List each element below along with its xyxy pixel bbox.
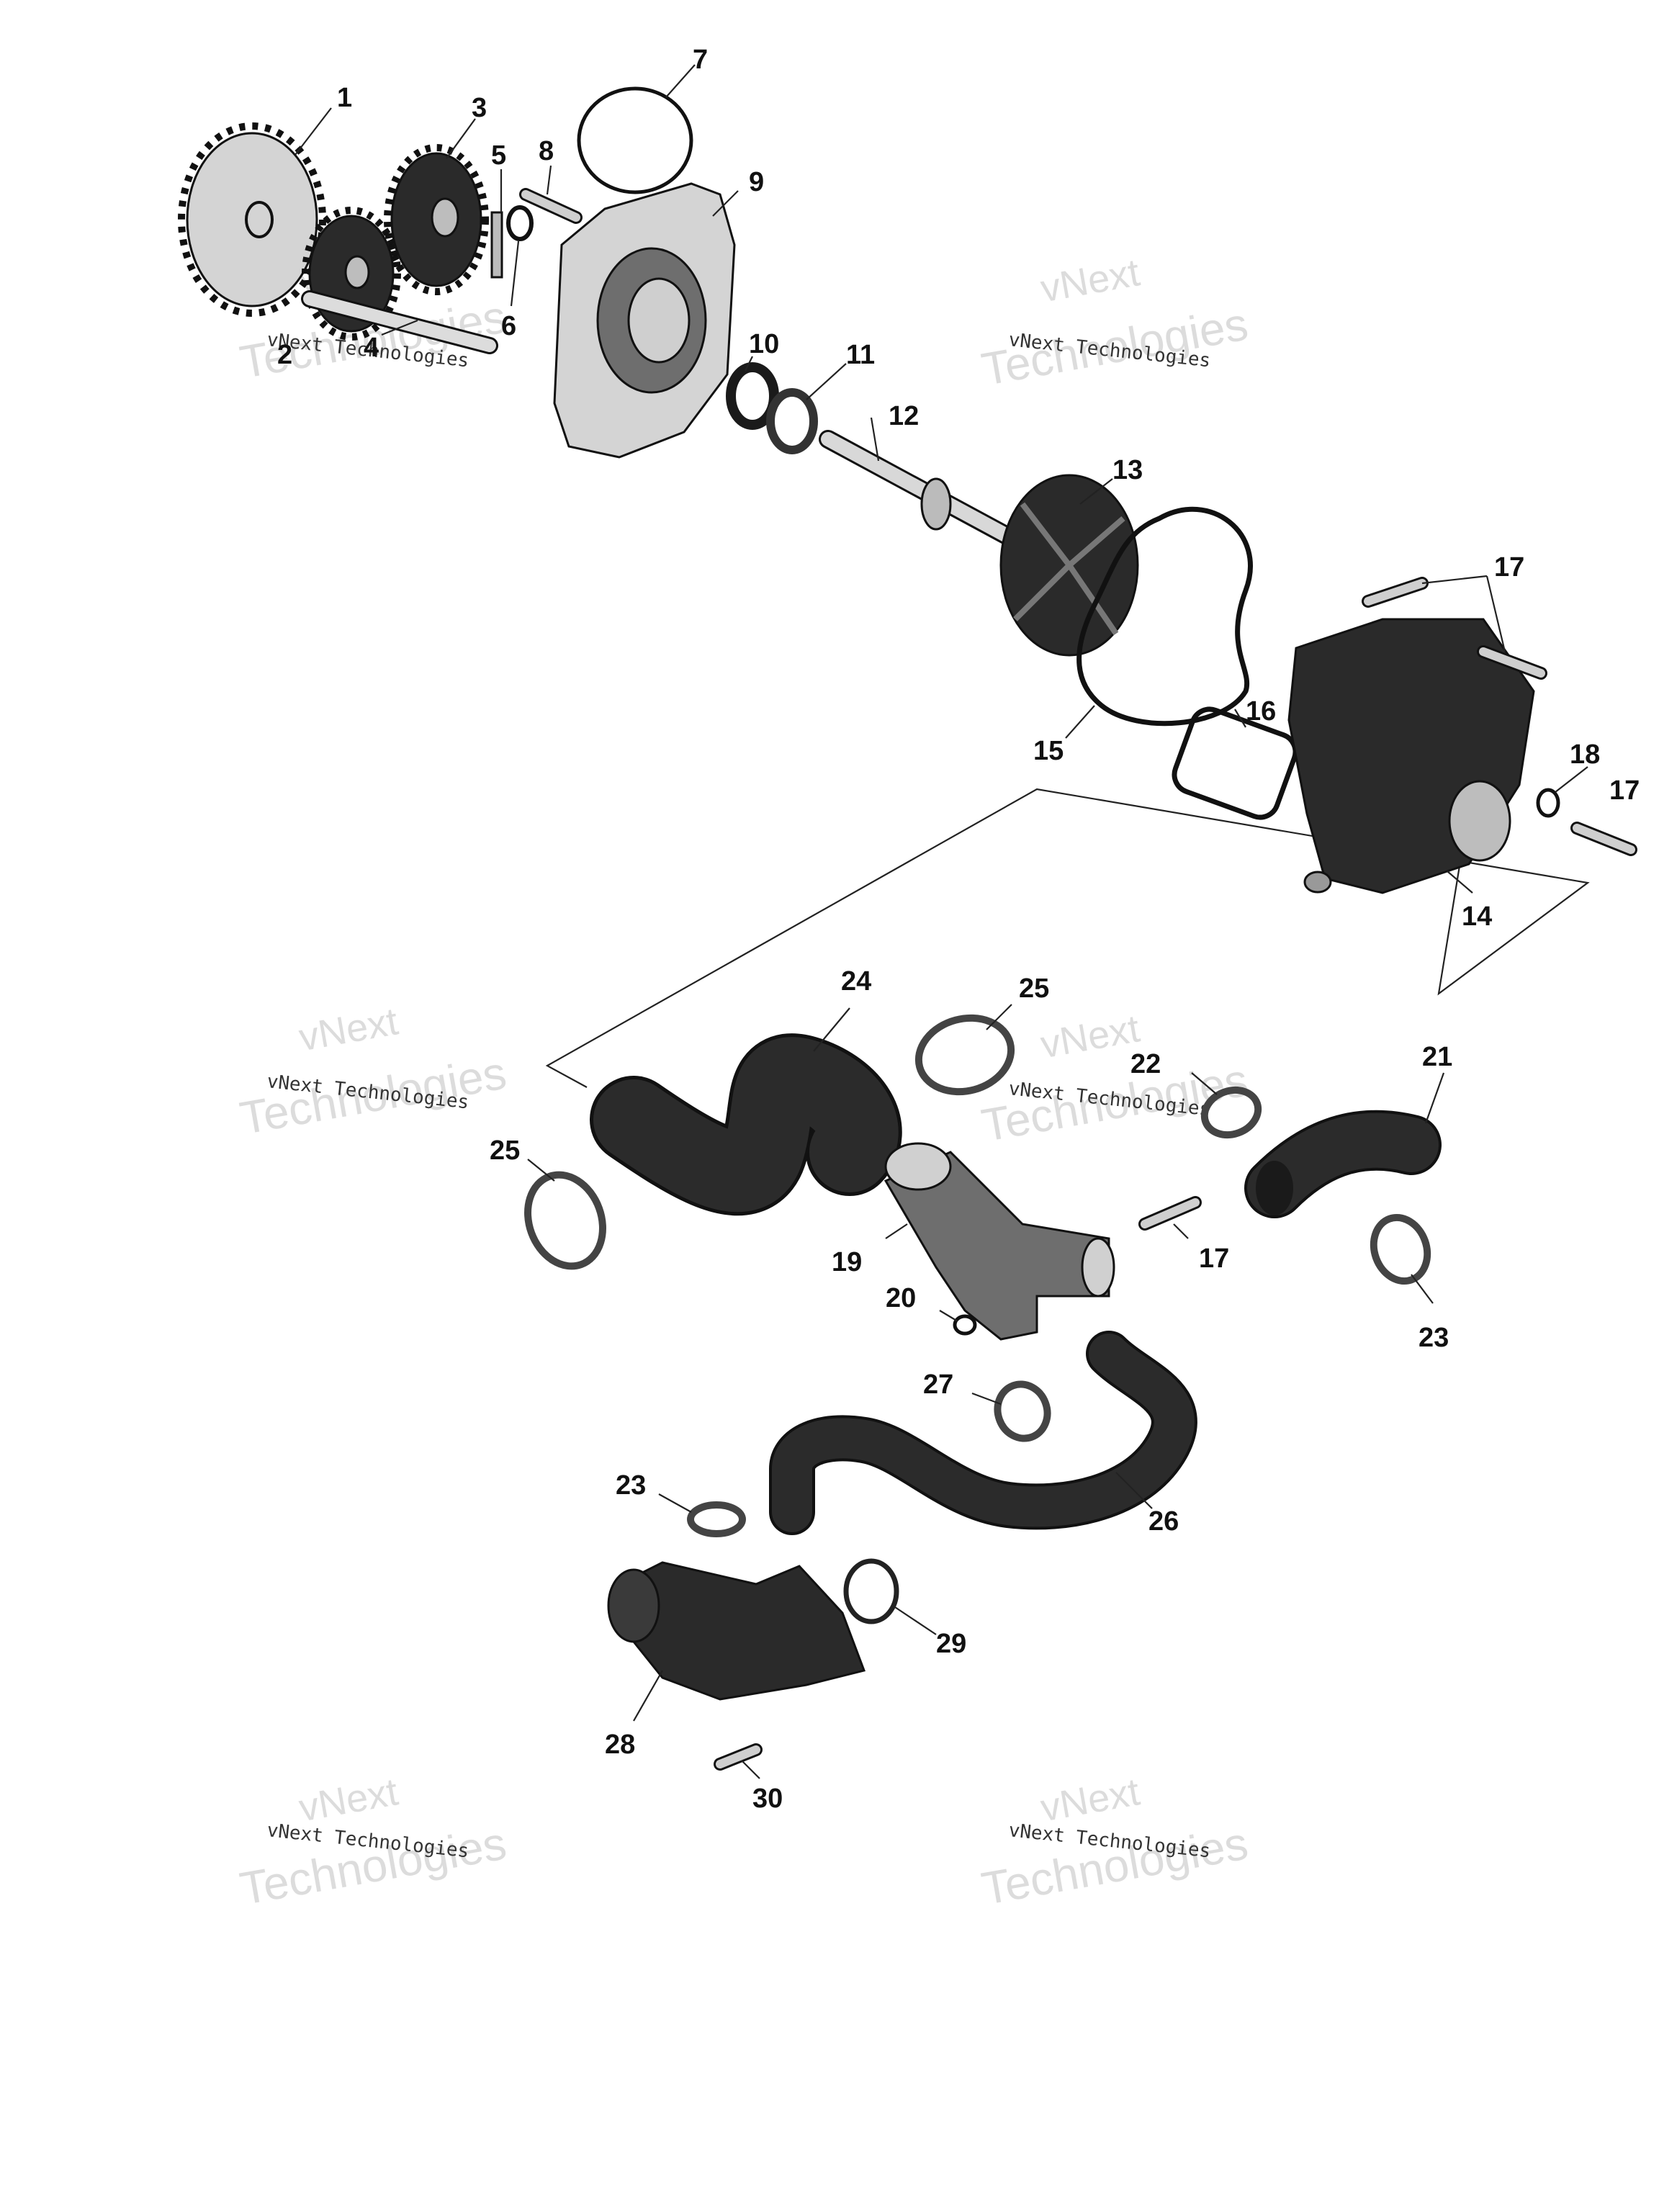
callout-22: 22 <box>1130 1049 1161 1079</box>
callout-29: 29 <box>936 1629 966 1659</box>
body-inlet <box>607 1568 660 1643</box>
gear-body <box>186 132 318 307</box>
callout-13: 13 <box>1112 455 1143 485</box>
part-29-o-ring <box>843 1558 899 1624</box>
callout-3: 3 <box>472 93 487 123</box>
callout-16: 16 <box>1246 696 1276 727</box>
cover-outlet <box>1448 780 1511 862</box>
part-19-thermostat-housing <box>884 1142 1115 1341</box>
part-17-bolt-a <box>1362 577 1429 608</box>
watermark-line1: vNext <box>296 999 401 1059</box>
gear-teeth <box>302 207 401 341</box>
body-main <box>618 1561 866 1701</box>
part-25-hose-clamp-lower <box>524 1171 606 1270</box>
part-23-hose-clamp-right <box>1370 1213 1431 1285</box>
hose-end <box>1256 1161 1293 1215</box>
housing-inlet <box>884 1142 952 1191</box>
callout-9: 9 <box>749 167 764 197</box>
callout-4: 4 <box>364 333 379 363</box>
gear-hub <box>344 255 370 289</box>
part-17-bolt-c <box>1570 822 1637 856</box>
callout-28: 28 <box>605 1730 635 1760</box>
callout-17-top: 17 <box>1494 552 1524 583</box>
callout-labels: 1 2 3 4 5 6 7 8 9 10 11 12 13 14 15 16 1… <box>277 45 1640 1814</box>
watermark-line1: vNext <box>1038 1007 1143 1066</box>
part-23-hose-clamp-left <box>687 1501 746 1537</box>
callout-27: 27 <box>923 1370 953 1400</box>
impeller-vanes <box>1013 502 1125 636</box>
watermark-line1: vNext <box>1038 1770 1143 1830</box>
gear-teeth <box>384 144 489 295</box>
part-3-idler-gear <box>384 144 489 295</box>
part-11-bearing <box>766 388 818 454</box>
part-6-washer <box>506 205 534 241</box>
callout-30: 30 <box>752 1784 783 1814</box>
callout-10: 10 <box>749 329 779 359</box>
gear-hub <box>431 197 459 238</box>
callout-12: 12 <box>889 401 919 431</box>
part-5-dowel-pin <box>490 211 503 279</box>
callout-25-lower: 25 <box>490 1136 520 1166</box>
part-1-drive-gear <box>178 122 326 317</box>
callout-5: 5 <box>491 140 506 171</box>
cover-boss <box>1303 871 1332 894</box>
callout-1: 1 <box>337 83 352 113</box>
gear-teeth <box>178 122 326 317</box>
callout-19: 19 <box>832 1247 862 1277</box>
housing-bore-inner <box>627 277 691 364</box>
part-30-bolt <box>714 1743 763 1771</box>
callout-17-middle: 17 <box>1199 1244 1229 1274</box>
part-17-bolt-b <box>1477 645 1547 680</box>
part-12-pump-shaft <box>819 430 1017 546</box>
callout-25-upper: 25 <box>1019 974 1049 1004</box>
part-28-thermostat-body <box>607 1561 866 1701</box>
part-20-washer <box>953 1314 977 1336</box>
callout-7: 7 <box>693 45 708 75</box>
part-7-o-ring <box>577 86 693 194</box>
leader-lines <box>295 64 1588 1779</box>
callout-21: 21 <box>1422 1042 1452 1072</box>
part-16-small-gasket <box>1172 706 1298 820</box>
callout-20: 20 <box>886 1283 916 1313</box>
callout-15: 15 <box>1033 736 1064 766</box>
callout-23-left: 23 <box>616 1470 646 1501</box>
watermark-line1: vNext <box>1038 251 1143 310</box>
part-14-pump-cover <box>1287 618 1535 894</box>
callout-18: 18 <box>1570 739 1600 770</box>
part-17-bolt-d <box>1138 1196 1202 1231</box>
part-18-washer <box>1536 788 1560 818</box>
shaft-body <box>303 292 496 352</box>
part-8-bolt <box>519 188 583 224</box>
housing-body <box>884 1151 1110 1341</box>
housing-outlet <box>1081 1237 1115 1298</box>
part-9-pump-housing <box>553 182 736 459</box>
part-4-gear-shaft <box>301 290 498 354</box>
part-21-bypass-hose <box>1244 1110 1442 1218</box>
part-27-hose-clamp <box>994 1380 1051 1442</box>
callout-23-right: 23 <box>1419 1323 1449 1353</box>
callout-17-right: 17 <box>1609 775 1640 806</box>
part-25-hose-clamp-upper <box>914 1014 1015 1096</box>
part-10-seal <box>726 362 779 430</box>
part-26-long-hose <box>769 1331 1197 1535</box>
part-22-hose-clamp <box>1200 1086 1262 1139</box>
callout-11: 11 <box>846 340 875 370</box>
callout-8: 8 <box>539 136 554 166</box>
gear-hub <box>245 201 274 238</box>
callout-14: 14 <box>1462 902 1492 932</box>
watermark-line1: vNext <box>296 1770 401 1830</box>
part-13-impeller <box>999 474 1139 657</box>
watermark-mid-left: vNext Technologies <box>236 999 510 1144</box>
callout-2: 2 <box>277 340 292 370</box>
part-24-coolant-hose <box>590 1033 902 1216</box>
callout-26: 26 <box>1148 1506 1179 1537</box>
callout-24: 24 <box>841 966 871 997</box>
callout-6: 6 <box>501 311 516 341</box>
